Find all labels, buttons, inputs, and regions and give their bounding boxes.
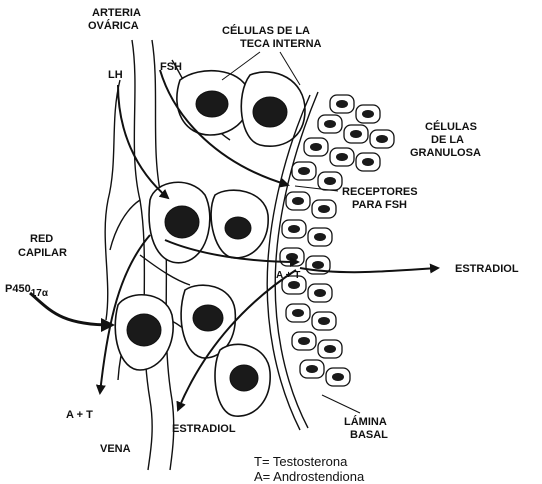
granulosa-cell <box>308 228 332 246</box>
label-a-t-inner: A + T <box>276 270 300 281</box>
granulosa-cell <box>318 115 342 133</box>
lh-arrow <box>118 85 168 198</box>
label-vena: VENA <box>100 443 131 455</box>
label-arteria-2: OVÁRICA <box>88 19 139 32</box>
label-teca-1: CÉLULAS DE LA <box>222 24 310 37</box>
theca-nucleus <box>196 91 228 117</box>
granulosa-cell <box>286 192 310 210</box>
label-red-1: RED <box>30 233 53 245</box>
granulosa-cell <box>330 95 354 113</box>
label-estradiol-bottom: ESTRADIOL <box>172 423 236 435</box>
label-granulosa-3: GRANULOSA <box>410 147 481 159</box>
theca-nucleus <box>193 305 223 331</box>
legend-androstendiona: A= Androstendiona <box>254 469 365 484</box>
label-p450: P45017α <box>5 283 49 299</box>
label-granulosa-2: DE LA <box>431 134 464 146</box>
granulosa-cell <box>312 312 336 330</box>
granulosa-cell <box>300 360 324 378</box>
granulosa-cell <box>326 368 350 386</box>
legend-testosterona: T= Testosterona <box>254 454 348 469</box>
theca-nucleus <box>230 365 258 391</box>
label-red-2: CAPILAR <box>18 247 67 259</box>
theca-nucleus <box>165 206 199 238</box>
granulosa-cell <box>370 130 394 148</box>
granulosa-cell <box>330 148 354 166</box>
granulosa-cell <box>356 105 380 123</box>
granulosa-cell <box>292 162 316 180</box>
granulosa-cell <box>356 153 380 171</box>
granulosa-cell <box>280 248 304 266</box>
label-receptores-2: PARA FSH <box>352 199 407 211</box>
granulosa-cell <box>344 125 368 143</box>
granulosa-cell <box>312 200 336 218</box>
granulosa-cell <box>318 340 342 358</box>
legend: T= Testosterona A= Androstendiona <box>254 454 365 484</box>
granulosa-cells <box>280 95 394 386</box>
label-receptores-1: RECEPTORES <box>342 186 418 198</box>
label-lamina-2: BASAL <box>350 429 388 441</box>
granulosa-cell <box>304 138 328 156</box>
label-fsh: FSH <box>160 61 182 73</box>
granulosa-cell <box>308 284 332 302</box>
label-lh: LH <box>108 69 123 81</box>
granulosa-cell <box>282 220 306 238</box>
label-teca-2: TECA INTERNA <box>240 38 322 50</box>
label-estradiol-right: ESTRADIOL <box>455 263 519 275</box>
granulosa-cell <box>286 304 310 322</box>
theca-nucleus <box>253 97 287 127</box>
granulosa-cell <box>292 332 316 350</box>
label-granulosa-1: CÉLULAS <box>425 120 477 133</box>
label-lamina-1: LÁMINA <box>344 415 387 428</box>
granulosa-cell <box>318 172 342 190</box>
label-arteria-1: ARTERIA <box>92 7 141 19</box>
theca-nucleus <box>127 314 161 346</box>
label-a-t-bottom: A + T <box>66 409 93 421</box>
theca-nucleus <box>225 217 251 239</box>
